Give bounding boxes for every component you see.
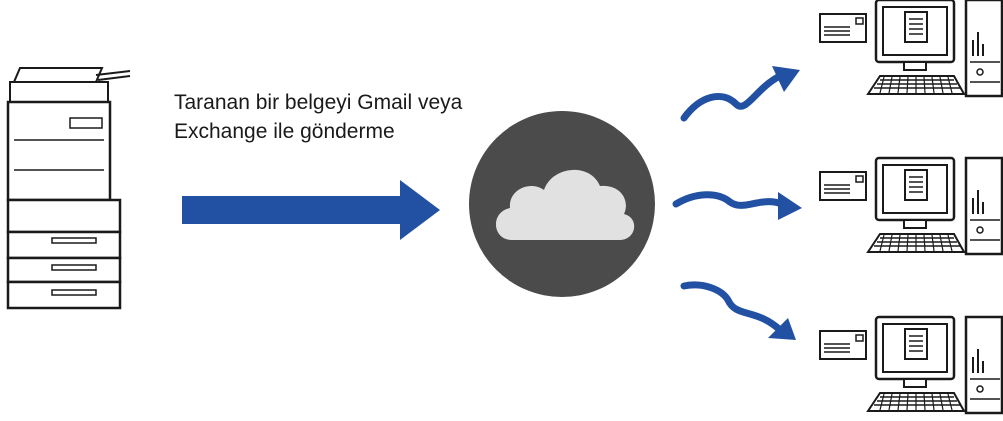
caption-line-1: Taranan bir belgeyi Gmail veya (174, 91, 463, 114)
send-arrow-1 (680, 66, 800, 122)
computer-icon-2 (818, 156, 1003, 256)
printer-icon (6, 67, 131, 310)
send-arrow-2 (672, 191, 802, 220)
caption-line-2: Exchange ile gönderme (174, 120, 395, 143)
computer-icon-3 (818, 315, 1003, 415)
computer-icon-1 (818, 0, 1003, 98)
cloud-icon (469, 111, 655, 297)
diagram-caption: Taranan bir belgeyi Gmail veya Exchange … (174, 88, 462, 146)
right-arrow-icon (182, 180, 440, 240)
send-arrow-3 (680, 281, 796, 340)
